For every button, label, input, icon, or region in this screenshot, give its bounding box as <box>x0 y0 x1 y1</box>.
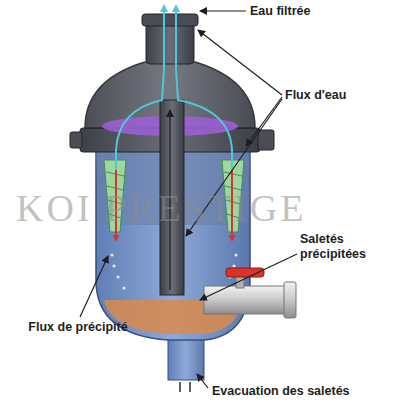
precipitate-label: Flux de précipité <box>28 320 128 335</box>
watermark: KOI PRESTIGE <box>16 186 416 230</box>
flow-label: Flux d'eau <box>285 88 395 103</box>
dirt-label: Saletés précipitées <box>300 232 405 262</box>
outlet-label: Eau filtrée <box>250 4 360 19</box>
drain-label: Evacuation des saletés <box>212 384 392 399</box>
